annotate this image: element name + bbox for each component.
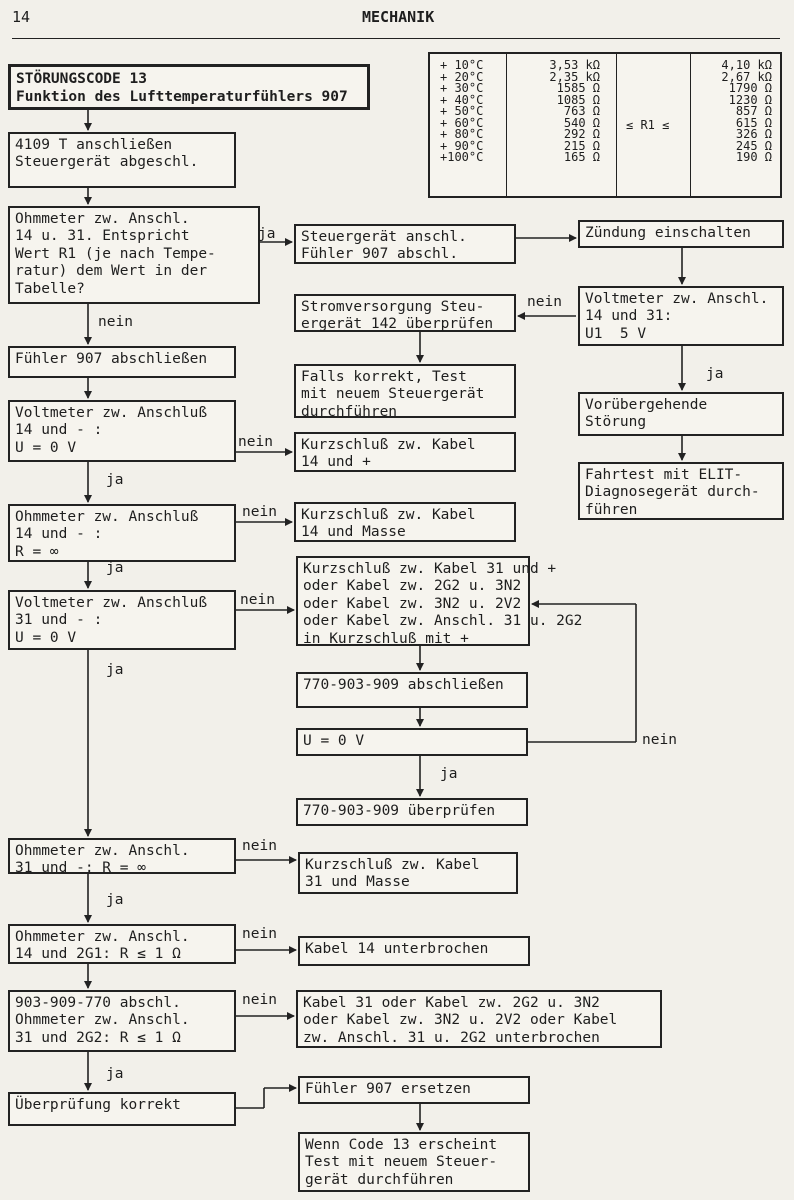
table-min-value: 165 Ω	[563, 150, 600, 164]
step-final-test: Wenn Code 13 erscheint Test mit neuem St…	[298, 1132, 530, 1192]
table-max-value: 1790 Ω	[728, 81, 772, 95]
table-max-value: 615 Ω	[735, 115, 772, 130]
table-divider	[690, 54, 691, 196]
step-ohmmeter-31: Ohmmeter zw. Anschl. 31 und -: R = ∞	[8, 838, 236, 876]
result-short-14-plus: Kurzschluß zw. Kabel 14 und +	[294, 432, 516, 472]
yes-label: ja	[106, 892, 124, 908]
table-min-value: 2,35 kΩ	[549, 69, 600, 84]
step-connect-tester: 4109 T anschließen Steuergerät abgeschl.	[8, 132, 236, 188]
step-connect-sensor: Fühler 907 abschließen	[8, 346, 236, 378]
step-ohmmeter-14: Ohmmeter zw. Anschluß 14 und - : R = ∞	[8, 504, 236, 562]
no-label: nein	[242, 504, 277, 520]
table-min-value: 1585 Ω	[556, 81, 600, 95]
yes-label: ja	[106, 472, 124, 488]
no-label: nein	[240, 592, 275, 608]
table-divider	[616, 54, 617, 196]
no-label: nein	[527, 294, 562, 310]
no-label: nein	[98, 314, 133, 330]
step-check-770-903-909: 770-903-909 überprüfen	[296, 798, 528, 826]
table-temperature: + 80°C	[440, 127, 484, 141]
result-temporary-fault: Vorübergehende Störung	[578, 392, 784, 436]
result-short-31-plus: Kurzschluß zw. Kabel 31 und + oder Kabel…	[296, 556, 582, 647]
step-road-test: Fahrtest mit ELIT- Diagnosegerät durch- …	[578, 462, 784, 520]
result-short-14-ground: Kurzschluß zw. Kabel 14 und Masse	[294, 502, 516, 542]
table-min-value: 763 Ω	[563, 104, 600, 118]
no-label: nein	[242, 926, 277, 942]
section-title: MECHANIK	[362, 8, 435, 26]
yes-label: ja	[440, 766, 458, 782]
step-voltmeter-14: Voltmeter zw. Anschluß 14 und - : U = 0 …	[8, 400, 236, 462]
table-temperature-column: + 10°C+ 20°C+ 30°C+ 40°C+ 50°C+ 60°C+ 80…	[440, 58, 484, 164]
step-connect-770-903-909: 770-903-909 abschließen	[296, 672, 528, 708]
yes-label: ja	[106, 560, 124, 576]
table-temperature: + 10°C	[440, 58, 484, 72]
table-temperature: + 40°C	[440, 92, 484, 107]
step-check-power: Stromversorgung Steu- ergerät 142 überpr…	[294, 294, 516, 332]
result-cable-14-open: Kabel 14 unterbrochen	[298, 936, 530, 966]
table-max-value: 2,67 kΩ	[721, 69, 772, 84]
title-box: STÖRUNGSCODE 13 Funktion des Lufttempera…	[8, 64, 370, 110]
table-divider	[506, 54, 507, 196]
step-voltmeter-31: Voltmeter zw. Anschluß 31 und - : U = 0 …	[8, 590, 236, 650]
step-replace-sensor: Fühler 907 ersetzen	[298, 1076, 530, 1104]
table-max-value: 245 Ω	[735, 138, 772, 153]
yes-label: ja	[258, 226, 276, 242]
table-max-value: 326 Ω	[735, 127, 772, 141]
step-ohmmeter-14-2g1: Ohmmeter zw. Anschl. 14 und 2G1: R ≤ 1 Ω	[8, 924, 236, 964]
page-number: 14	[12, 8, 31, 26]
header-rule	[12, 38, 780, 39]
no-label: nein	[242, 992, 277, 1008]
step-connect-ecu: Steuergerät anschl. Fühler 907 abschl.	[294, 224, 516, 264]
table-temperature: + 90°C	[440, 138, 484, 153]
table-temperature: +100°C	[440, 150, 484, 164]
table-temperature: + 60°C	[440, 115, 484, 130]
yes-label: ja	[106, 662, 124, 678]
no-label: nein	[238, 434, 273, 450]
no-label: nein	[642, 732, 677, 748]
step-test-new-ecu: Falls korrekt, Test mit neuem Steuergerä…	[294, 364, 516, 420]
step-ohmmeter-31-2g2: 903-909-770 abschl. Ohmmeter zw. Anschl.…	[8, 990, 236, 1052]
result-cable-31-open: Kabel 31 oder Kabel zw. 2G2 u. 3N2 oder …	[296, 990, 662, 1048]
table-temperature: + 20°C	[440, 69, 484, 84]
table-max-value: 4,10 kΩ	[721, 58, 772, 72]
table-max-value: 1230 Ω	[728, 92, 772, 107]
no-label: nein	[242, 838, 277, 854]
table-min-value: 292 Ω	[563, 127, 600, 141]
table-max-value: 857 Ω	[735, 104, 772, 118]
table-relation: ≤ R1 ≤	[626, 118, 670, 132]
yes-label: ja	[706, 366, 724, 382]
table-temperature: + 30°C	[440, 81, 484, 95]
table-max-value: 190 Ω	[735, 150, 772, 164]
resistance-table: + 10°C+ 20°C+ 30°C+ 40°C+ 50°C+ 60°C+ 80…	[428, 52, 782, 198]
step-ignition-on: Zündung einschalten	[578, 220, 784, 248]
table-min-value: 3,53 kΩ	[549, 58, 600, 72]
table-min-value: 215 Ω	[563, 138, 600, 153]
result-short-31-ground: Kurzschluß zw. Kabel 31 und Masse	[298, 852, 518, 894]
table-min-value: 1085 Ω	[556, 92, 600, 107]
step-voltmeter-14-31: Voltmeter zw. Anschl. 14 und 31: U1 5 V	[578, 286, 784, 346]
table-temperature: + 50°C	[440, 104, 484, 118]
step-ohmmeter-14-31: Ohmmeter zw. Anschl. 14 u. 31. Entsprich…	[8, 206, 260, 304]
table-min-value: 540 Ω	[563, 115, 600, 130]
step-u-zero: U = 0 V	[296, 728, 528, 756]
yes-label: ja	[106, 1066, 124, 1082]
step-check-ok: Überprüfung korrekt	[8, 1092, 236, 1126]
